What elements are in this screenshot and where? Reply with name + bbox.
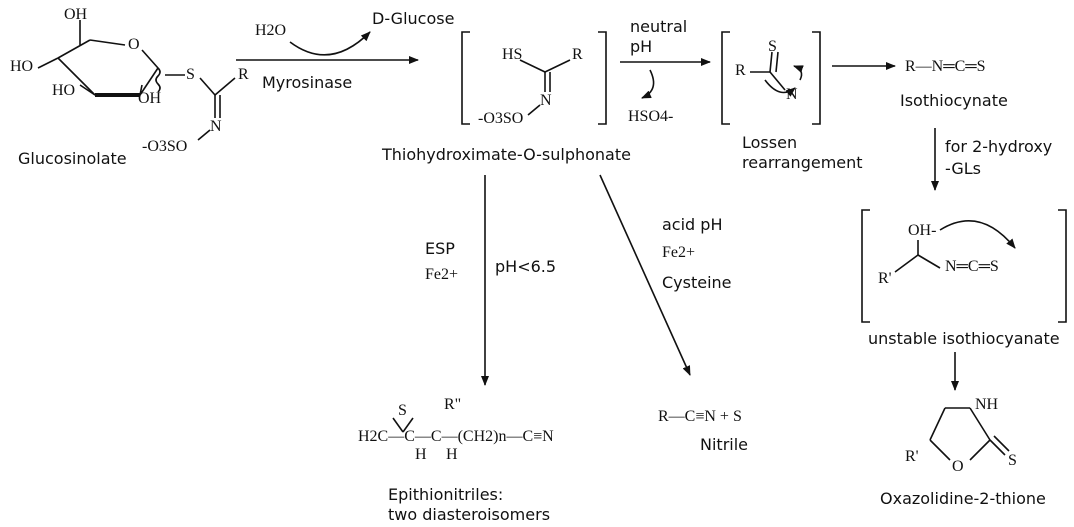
arrow-acid — [599, 174, 691, 376]
myrosinase-label: Myrosinase — [262, 73, 353, 92]
glc-o: O — [128, 36, 140, 53]
hydroxy-label-2: -GLs — [945, 159, 982, 178]
epi-s: S — [398, 402, 407, 419]
bracket-right-3 — [1058, 209, 1067, 323]
thio-bonds — [519, 59, 571, 116]
glucose-ring — [37, 20, 236, 141]
oxazolidine-label: Oxazolidine-2-thione — [880, 489, 1046, 508]
cysteine-label: Cysteine — [662, 273, 732, 292]
glc-ho-low: HO — [52, 82, 76, 99]
ph-label: pH — [630, 37, 653, 56]
epi-h1: H — [415, 446, 427, 463]
lossen-s: S — [768, 38, 777, 55]
epi-h2: H — [446, 446, 458, 463]
lossen-label-2: rearrangement — [742, 153, 863, 172]
glc-so3: -O3SO — [142, 138, 188, 155]
oxa-o: O — [952, 458, 964, 475]
unstable-isothiocyanate-label: unstable isothiocyanate — [868, 329, 1060, 348]
itc-formula: R—N═C═S — [905, 58, 986, 75]
lossen-bonds — [750, 51, 804, 97]
lossen-r: R — [735, 62, 746, 79]
d-glucose-label: D-Glucose — [372, 9, 455, 28]
thio-so3: -O3SO — [478, 110, 524, 127]
glc-s: S — [186, 66, 195, 83]
water-label: H2O — [255, 22, 287, 39]
glc-r: R — [238, 66, 249, 83]
glc-oh-top: OH — [64, 6, 88, 23]
unst-oh: OH- — [908, 222, 937, 239]
bracket-left-2 — [721, 31, 730, 125]
epi-r2: R" — [444, 396, 462, 413]
lossen-label-1: Lossen — [742, 133, 798, 152]
glc-ho-left: HO — [10, 58, 34, 75]
nitrile-formula: R—C≡N + S — [658, 408, 742, 425]
unstable-bonds — [894, 220, 1016, 273]
thio-r: R — [572, 46, 583, 63]
glucosinolate-label: Glucosinolate — [18, 149, 127, 168]
bracket-left-1 — [461, 31, 470, 125]
acid-ph-label: acid pH — [662, 215, 723, 234]
oxa-s: S — [1008, 452, 1017, 469]
epithionitriles-label-2: two diasteroisomers — [388, 505, 551, 524]
oxazolidine-ring — [929, 407, 1010, 461]
ph-lt-label: pH<6.5 — [495, 257, 557, 276]
thiohydroximate-label: Thiohydroximate-O-sulphonate — [382, 145, 631, 164]
nitrile-label: Nitrile — [700, 435, 748, 454]
hso4-label: HSO4- — [628, 108, 674, 125]
epi-chain: H2C—C—C—(CH2)n—C≡N — [358, 428, 554, 445]
fe2-acid-label: Fe2+ — [662, 244, 696, 261]
unst-r: R' — [878, 270, 892, 287]
neutral-label: neutral — [630, 17, 688, 36]
epithio-ring — [392, 417, 414, 433]
epithionitriles-label-1: Epithionitriles: — [388, 485, 504, 504]
bracket-left-3 — [861, 209, 870, 323]
hydroxy-label-1: for 2-hydroxy — [945, 137, 1053, 156]
arrow-hso4 — [641, 69, 655, 99]
bracket-right-1 — [598, 31, 607, 125]
arrow-glucose-release — [289, 31, 371, 56]
thio-n: N — [540, 92, 552, 109]
isothiocyanate-label: Isothiocynate — [900, 91, 1008, 110]
lossen-n: N — [786, 86, 798, 103]
unst-ncs: N═C═S — [945, 258, 999, 275]
oxa-nh: NH — [975, 396, 999, 413]
esp-label: ESP — [425, 239, 455, 258]
fe2-esp-label: Fe2+ — [425, 266, 459, 283]
thio-hs: HS — [502, 46, 523, 63]
oxa-r: R' — [905, 448, 919, 465]
bracket-right-2 — [812, 31, 821, 125]
glc-n: N — [210, 118, 222, 135]
glc-oh-mid: OH — [138, 90, 162, 107]
